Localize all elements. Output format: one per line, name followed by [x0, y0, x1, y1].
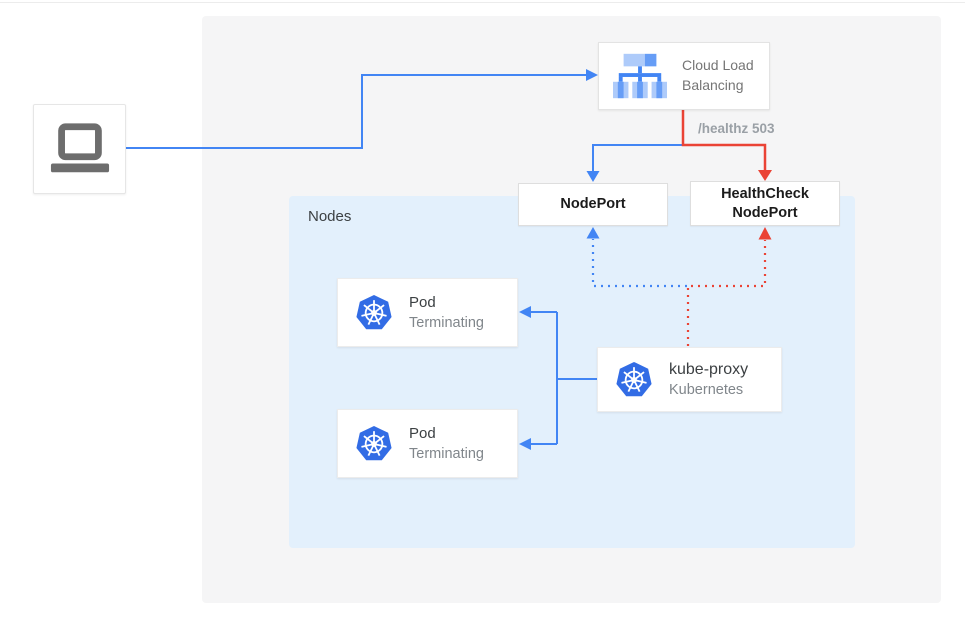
load-balancer-icon	[613, 53, 667, 99]
kube-proxy-subtitle: Kubernetes	[669, 382, 744, 399]
nodes-label: Nodes	[308, 208, 352, 225]
flow-healthcheck-to-hc-nodeport	[681, 110, 772, 181]
flow-load-balancer-to-nodeport	[586, 144, 683, 182]
pod-title: Pod	[409, 293, 436, 311]
top-divider	[0, 2, 965, 3]
flow-kubeproxy-to-pods	[519, 306, 597, 450]
cloud-load-balancing-node: Cloud Load Balancing	[598, 42, 770, 110]
arrowhead-up	[758, 227, 772, 240]
pod-title: Pod	[409, 424, 436, 442]
flow-kubeproxy-to-nodeport	[586, 227, 687, 288]
pod-node: Pod Terminating	[337, 278, 518, 347]
healthz-status-label: /healthz 503	[698, 121, 775, 136]
kubernetes-icon	[355, 425, 393, 463]
kubernetes-icon	[355, 294, 393, 332]
kube-proxy-text: kube-proxy Kubernetes	[669, 358, 748, 401]
pod-text: Pod Terminating	[409, 423, 484, 464]
kubernetes-icon	[615, 361, 653, 399]
arrowhead-left	[519, 438, 531, 450]
pod-node: Pod Terminating	[337, 409, 518, 478]
kube-proxy-node: kube-proxy Kubernetes	[597, 347, 782, 412]
pod-status: Terminating	[409, 314, 484, 331]
pod-status: Terminating	[409, 445, 484, 462]
nodeport-node: NodePort	[518, 183, 668, 226]
healthcheck-nodeport-label: HealthCheck NodePort	[721, 186, 809, 221]
healthcheck-nodeport-node: HealthCheck NodePort	[690, 181, 840, 226]
flow-user-to-load-balancer	[126, 69, 598, 149]
flow-kubeproxy-to-hc-nodeport	[686, 227, 772, 346]
arrowhead-up	[586, 227, 600, 239]
arrowhead-down	[758, 170, 772, 181]
user-laptop-node	[33, 104, 126, 194]
arrowhead-right	[586, 69, 598, 81]
pod-text: Pod Terminating	[409, 292, 484, 333]
arrowhead-left	[519, 306, 531, 318]
arrowhead-down	[586, 171, 600, 182]
laptop-icon	[49, 122, 111, 176]
kube-proxy-title: kube-proxy	[669, 361, 749, 379]
nodeport-label: NodePort	[560, 196, 626, 213]
cloud-load-balancing-label: Cloud Load Balancing	[682, 57, 754, 93]
